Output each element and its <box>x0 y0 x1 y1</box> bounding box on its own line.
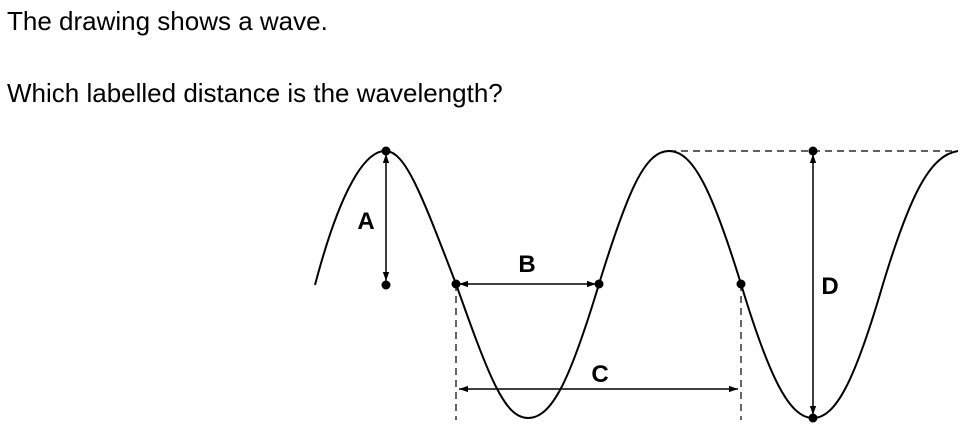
question-text-line-1: The drawing shows a wave. <box>7 6 328 36</box>
label-b: B <box>518 251 535 278</box>
point-crest-d <box>808 146 818 156</box>
label-c: C <box>591 361 608 388</box>
point-axis-c-right <box>736 279 746 289</box>
wave-curve <box>314 149 959 420</box>
point-crest-a <box>381 146 391 156</box>
question-text-line-2: Which labelled distance is the wavelengt… <box>7 78 503 108</box>
label-d: D <box>821 273 838 300</box>
point-axis-b-left <box>451 279 461 289</box>
point-axis-a <box>381 280 391 290</box>
point-trough-d <box>808 413 818 423</box>
point-axis-b-right <box>594 279 604 289</box>
label-a: A <box>357 208 374 235</box>
